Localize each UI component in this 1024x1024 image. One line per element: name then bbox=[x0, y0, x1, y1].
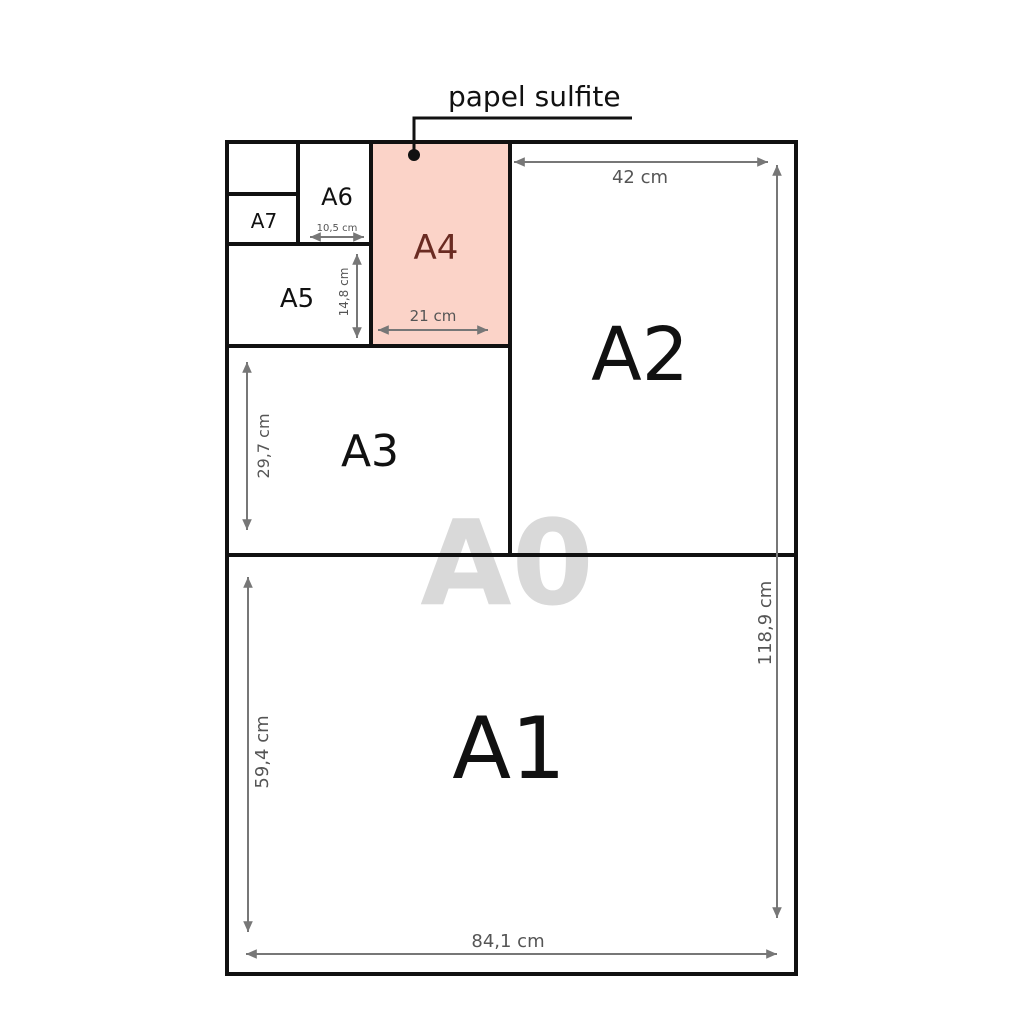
a1-label: A1 bbox=[452, 699, 566, 799]
callout-leader bbox=[408, 116, 632, 161]
a1-height-text: 59,4 cm bbox=[252, 715, 273, 788]
a4-highlight bbox=[372, 143, 509, 346]
a3-height-text: 29,7 cm bbox=[254, 413, 273, 478]
a0-height-text: 118,9 cm bbox=[755, 581, 776, 666]
a5-height-text: 14,8 cm bbox=[337, 268, 351, 317]
a0-width-text: 84,1 cm bbox=[471, 931, 544, 952]
a2-width-text: 42 cm bbox=[612, 167, 668, 188]
callout-dot bbox=[408, 149, 420, 161]
a7-label: A7 bbox=[251, 209, 277, 233]
sheet-borders bbox=[225, 140, 798, 976]
a6-label: A6 bbox=[321, 183, 353, 211]
a5-label: A5 bbox=[280, 284, 314, 314]
a4-width-text: 21 cm bbox=[410, 307, 457, 325]
a0-watermark: A0 bbox=[420, 494, 593, 632]
a4-label: A4 bbox=[414, 228, 459, 268]
a3-label: A3 bbox=[341, 426, 399, 477]
dimension-lines bbox=[242, 157, 782, 959]
a2-label: A2 bbox=[591, 312, 689, 398]
a6-width-text: 10,5 cm bbox=[317, 223, 358, 234]
callout-text: papel sulfite bbox=[448, 80, 621, 113]
